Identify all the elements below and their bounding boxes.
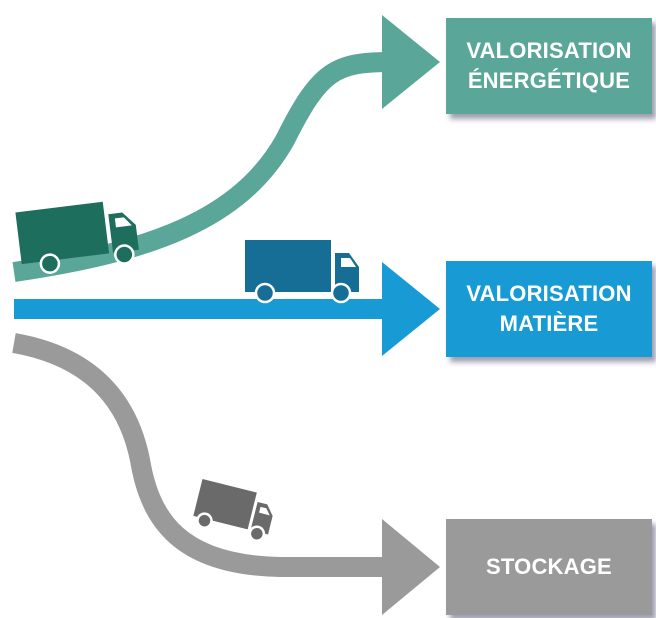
- stockage-path: [12, 333, 390, 577]
- box-label-line2: MATIÈRE: [499, 311, 599, 336]
- box-label-line1: STOCKAGE: [486, 554, 612, 579]
- energy-path: [12, 52, 393, 282]
- matiere-truck-icon: [245, 240, 359, 304]
- valorisation-matiere-box: VALORISATION MATIÈRE: [446, 261, 652, 357]
- box-label-line1: VALORISATION: [466, 38, 632, 63]
- stockage-arrowhead-icon: [382, 519, 440, 615]
- matiere-arrowhead-icon: [382, 262, 440, 356]
- box-label-line1: VALORISATION: [466, 281, 632, 306]
- energy-truck-icon: [15, 201, 139, 274]
- valorisation-energetique-box: VALORISATION ÉNERGÉTIQUE: [446, 18, 652, 114]
- box-label-line2: ÉNERGÉTIQUE: [467, 68, 631, 93]
- energy-arrowhead-icon: [382, 15, 440, 109]
- stockage-box: STOCKAGE: [446, 519, 652, 615]
- matiere-path: [14, 299, 386, 319]
- stockage-truck-icon: [193, 478, 273, 543]
